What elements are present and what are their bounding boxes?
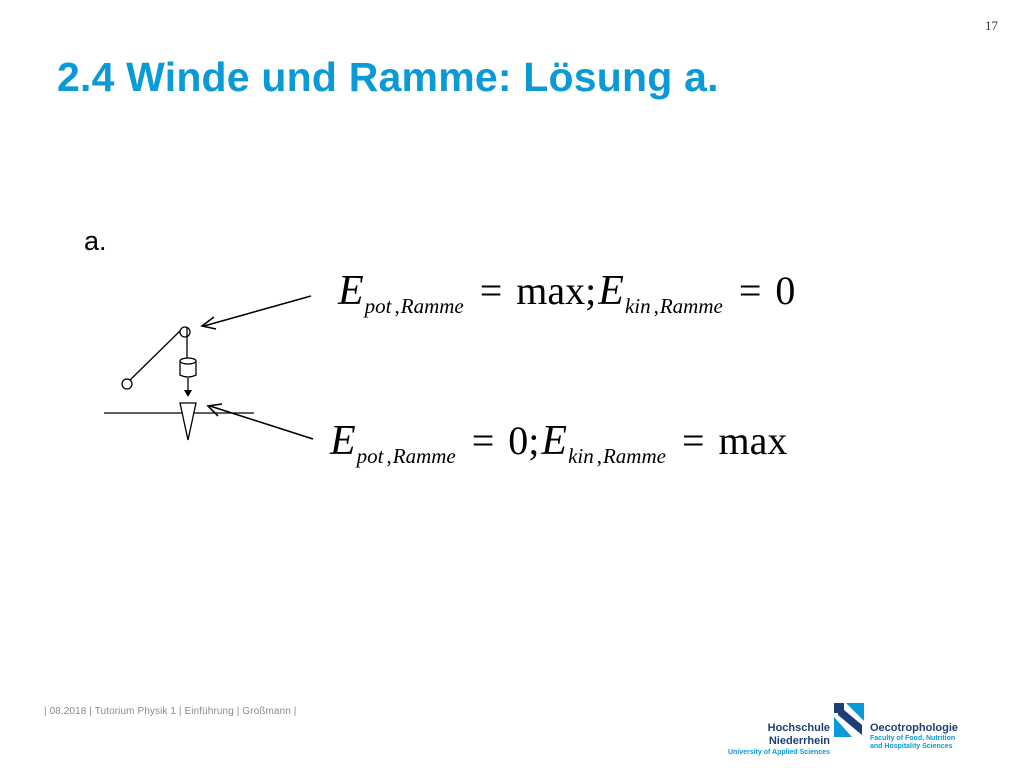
footer-text: | 08.2018 | Tutorium Physik 1 | Einführu… [44,706,297,717]
item-label: a. [84,226,107,256]
logo-institution-sub: University of Applied Sciences [727,749,830,756]
winch-rope-line [128,328,183,382]
eq1-equals-1: = [479,268,503,313]
winch-crank-circle [121,378,133,390]
eq1-rhs-sub-comma: , [653,294,659,318]
eq2-rhs-symbol: E [541,418,568,464]
equation-top: Epot,Ramme=max;Ekin,Ramme=0 [338,268,796,317]
logo-department-name: Oecotrophologie [870,722,958,734]
eq2-equals-2: = [681,418,705,463]
eq2-rhs-sub-b: Ramme [602,444,666,468]
page-number: 17 [985,18,998,33]
eq1-lhs-symbol: E [338,268,364,314]
slide-title: 2.4 Winde und Ramme: Lösung a. [57,54,719,100]
eq1-lhs-sub-a: pot [364,294,392,318]
logo-institution-block: Hochschule Niederrhein University of App… [712,702,830,757]
eq2-lhs-sub-a: pot [356,444,384,468]
eq2-lhs-value: 0 [508,418,529,463]
eq1-lhs-sub-comma: , [394,294,400,318]
eq1-rhs-symbol: E [598,268,624,314]
pulley-circle [179,326,191,338]
eq2-rhs-value: max [718,418,788,463]
eq2-equals-1: = [471,418,495,463]
eq2-lhs-sub-b: Ramme [392,444,456,468]
eq2-semicolon: ; [528,418,540,463]
pointer-arrow-top-head [200,316,217,330]
institution-logo: Hochschule Niederrhein University of App… [712,702,962,756]
drop-arrow-head [184,390,192,397]
pointer-arrow-bottom-head [206,403,223,417]
eq1-rhs-value: 0 [775,268,796,313]
eq1-lhs-value: max [516,268,586,313]
eq1-equals-2: = [738,268,762,313]
eq1-lhs-sub-b: Ramme [400,294,464,318]
eq2-lhs-symbol: E [330,418,356,464]
eq2-lhs-sub-comma: , [386,444,392,468]
logo-department-sub-2: and Hospitality Sciences [870,743,953,750]
eq1-semicolon: ; [585,268,597,313]
winch-pile-driver-diagram [104,295,314,441]
eq2-rhs-sub-comma: , [596,444,602,468]
pointer-arrow-bottom [209,405,314,440]
eq2-rhs-sub-a: kin [568,444,594,468]
eq1-rhs-sub-b: Ramme [659,294,723,318]
equation-bottom: Epot,Ramme=0;Ekin,Ramme=max [330,418,788,467]
logo-institution-name: Hochschule Niederrhein [767,722,830,747]
logo-department-sub-1: Faculty of Food, Nutrition [870,735,956,742]
ram-top-ellipse [179,357,197,365]
logo-mark-icon [834,703,864,737]
ram-body [179,361,197,378]
logo-department-block: Oecotrophologie Faculty of Food, Nutriti… [870,702,958,751]
pointer-arrow-top [203,295,312,327]
eq1-rhs-sub-a: kin [624,294,651,318]
pile-triangle [179,402,197,441]
